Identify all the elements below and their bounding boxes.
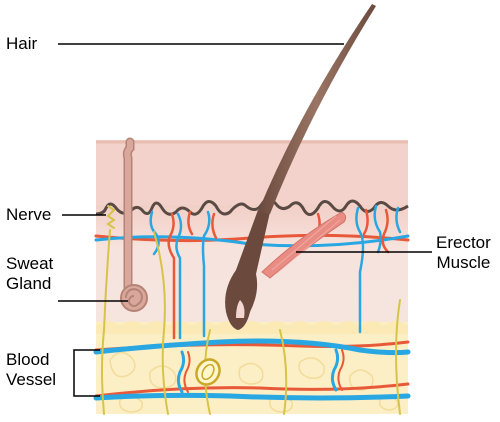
vein-deep-upper bbox=[93, 338, 411, 356]
hair-shaft bbox=[258, 4, 376, 214]
subcutaneous-fat bbox=[96, 322, 408, 414]
artery-deep-lower bbox=[94, 382, 410, 398]
blood-vessels-deep bbox=[93, 338, 411, 401]
hair-follicle bbox=[225, 210, 270, 330]
label-nerve: Nerve bbox=[6, 205, 52, 224]
label-erector-muscle: Erector Muscle bbox=[436, 233, 491, 273]
blood-vessel-bracket bbox=[73, 349, 82, 397]
label-sweat-line1: Sweat bbox=[6, 254, 54, 273]
fat-cells bbox=[109, 351, 399, 413]
dermal-papillae-boundary bbox=[95, 197, 409, 216]
vein-deep-lower bbox=[93, 392, 411, 401]
hair bbox=[225, 4, 376, 330]
label-erector-line2: Muscle bbox=[436, 253, 491, 272]
nerve-ending bbox=[106, 205, 116, 229]
label-blood-line1: Blood bbox=[6, 350, 50, 369]
pacinian-corpuscle bbox=[195, 358, 221, 386]
label-blood-line2: Vessel bbox=[6, 370, 57, 389]
label-blood-vessel: Blood Vessel bbox=[6, 350, 56, 390]
label-sweat-line2: Gland bbox=[6, 274, 52, 293]
label-hair: Hair bbox=[6, 34, 38, 53]
label-sweat-gland: Sweat Gland bbox=[6, 254, 53, 294]
sweat-gland bbox=[120, 137, 148, 312]
label-erector-line1: Erector bbox=[436, 233, 491, 252]
leader-lines bbox=[58, 43, 432, 397]
